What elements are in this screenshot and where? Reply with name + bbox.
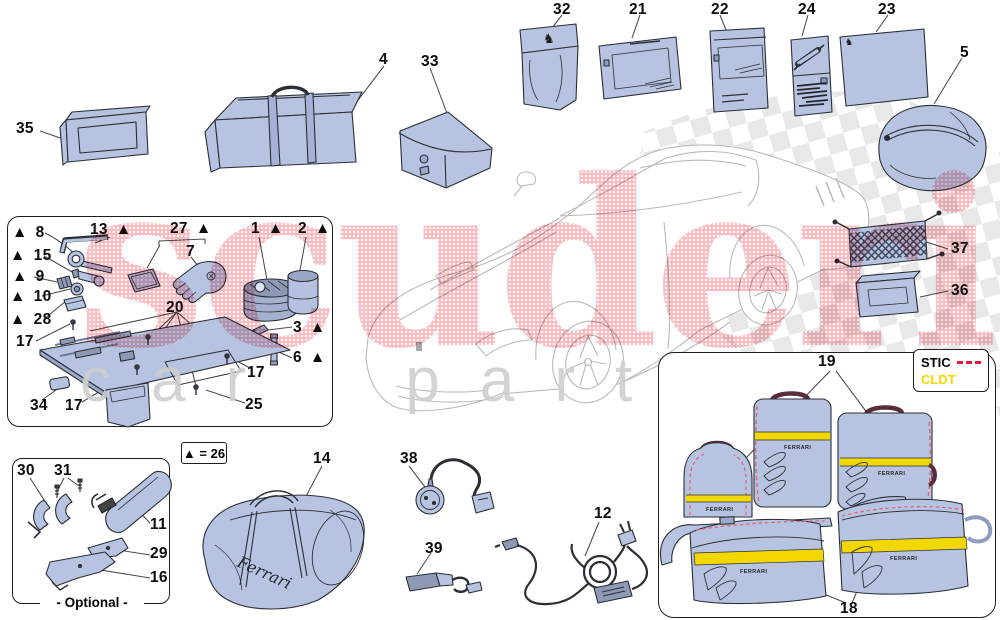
tool-bag-4 [204, 85, 363, 173]
callout-37: 37 [951, 240, 969, 257]
wedge-bag-33 [398, 111, 493, 189]
booklet-24 [790, 35, 833, 117]
small-case-36 [855, 270, 921, 318]
ferrari-horse-icon: ♞ [543, 31, 555, 46]
callout-5: 5 [960, 44, 969, 61]
cldt-label: CLDT [921, 371, 956, 387]
document-box-35 [59, 105, 151, 166]
callout-4: 4 [379, 51, 388, 68]
tools-kit-panel [7, 216, 333, 427]
callout-32: 32 [553, 1, 571, 18]
callout-22: 22 [711, 1, 729, 18]
callout-12: 12 [594, 505, 612, 522]
ferrari-horse-icon: ♞ [845, 37, 853, 47]
triangle-note-text: ▲ = 26 [182, 445, 226, 461]
callout-39: 39 [425, 540, 443, 557]
pouch-32: ♞ [519, 23, 579, 111]
envelope-23: ♞ [839, 28, 929, 107]
manual-book-22 [709, 27, 769, 113]
tool-39 [405, 572, 483, 594]
charger-cable-12 [494, 520, 648, 606]
callout-36: 36 [951, 282, 969, 299]
callout-33: 33 [421, 53, 439, 70]
stic-cldt-legend: STIC CLDT [913, 349, 989, 392]
stic-dash-swatch [956, 361, 981, 364]
optional-equipment-panel [12, 458, 170, 604]
manual-book-21 [598, 36, 682, 100]
plug-38 [415, 458, 495, 515]
optional-caption: - Optional - [40, 595, 144, 610]
callout-14: 14 [313, 450, 331, 467]
callout-21: 21 [629, 1, 647, 18]
stic-label: STIC [921, 354, 951, 370]
callout-23: 23 [878, 1, 896, 18]
luggage-net-37 [832, 210, 945, 268]
duffel-ferrari-script: Ferrari [233, 552, 294, 593]
triangle-note-box: ▲ = 26 [181, 442, 227, 464]
duffel-bag-14: Ferrari [202, 490, 365, 610]
callout-24: 24 [798, 1, 816, 18]
callout-35: 35 [16, 120, 34, 137]
callout-38: 38 [400, 450, 418, 467]
round-bag-5 [878, 104, 987, 192]
